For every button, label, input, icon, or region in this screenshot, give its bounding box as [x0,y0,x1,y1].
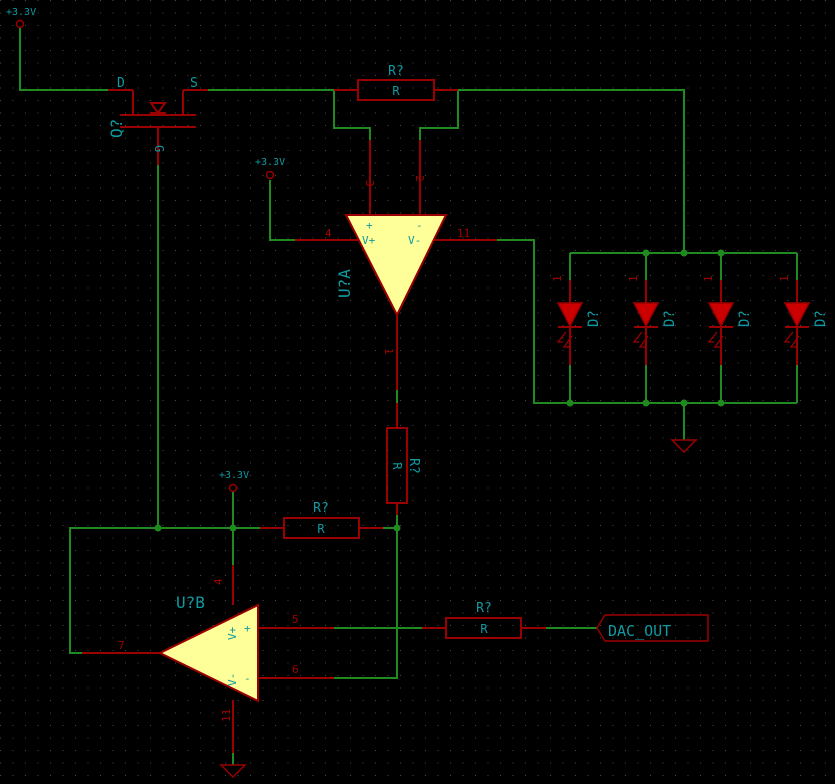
opamp-b-plus-label: + [244,622,251,635]
led-body [707,302,735,328]
led-pin-number: 1 [627,275,640,282]
led-pin-number: 1 [551,275,564,282]
junctions [154,249,725,532]
opamp-b-body [157,603,259,703]
junction-dot [642,249,650,257]
opamp-a-body [344,214,448,318]
resistor-vertical[interactable]: R R? [386,403,421,515]
resistor-ref: R? [406,458,421,474]
power-symbol-opamp-a[interactable]: +3.3V [255,157,285,180]
opamp-a-pin1: 1 [382,348,395,355]
led-4[interactable]: 1D? [778,275,829,365]
wire-opamp-b-output-loop [69,527,233,654]
junction-dot [566,399,574,407]
resistor-ref: R? [476,601,492,616]
led-arrow [789,335,800,348]
net-label-dac-out[interactable]: DAC_OUT [596,614,709,642]
junction-dot [154,524,162,532]
power-label: +3.3V [255,157,285,168]
resistor-value: R [392,84,400,98]
power-symbol-opamp-b[interactable]: +3.3V [219,470,249,493]
resistor-top[interactable]: R? R [334,64,458,101]
junction-dot [680,399,688,407]
wire-node-to-pin6 [334,528,398,679]
transistor-pin-g-label: G [152,145,166,152]
led-array: 1D?1D?1D?1D? [551,275,829,365]
opamp-b-ref: U?B [176,593,205,612]
led-arrow [562,335,573,348]
led-ref: D? [586,310,602,327]
resistor-ref: R? [388,64,404,79]
transistor-ref: Q? [107,119,126,138]
opamp-b-pin4: 4 [212,578,225,585]
led-body [632,302,660,328]
opamp-a[interactable]: 3 2 4 11 1 + - V+ V- U?A [295,140,497,390]
resistor-ref: R? [313,501,329,516]
opamp-b-vminus-label: V- [226,673,239,686]
opamp-b[interactable]: 4 11 5 6 7 V+ V- + - U?B [82,565,334,753]
opamp-b-pin5: 5 [292,613,299,626]
opamp-b-minus-label: - [244,672,251,685]
opamp-b-pin6: 6 [292,663,299,676]
opamp-a-vplus-label: V+ [362,234,376,247]
led-body [556,302,584,328]
transistor-pin-d-label: D [117,76,125,91]
resistor-value: R [317,522,325,536]
opamp-a-minus-label: - [416,219,423,232]
junction-dot [393,524,401,532]
led-2[interactable]: 1D? [627,275,678,365]
opamp-a-vminus-label: V- [408,234,421,247]
junction-dot [717,399,725,407]
led-3[interactable]: 1D? [702,275,753,365]
wire-opamp-a-vplus-power [269,180,295,241]
led-arrow [783,331,794,343]
led-arrow [638,335,649,348]
resistor-value: R [480,622,488,636]
junction-dot [229,524,237,532]
power-symbol-top-left[interactable]: +3.3V [6,7,36,29]
resistor-value: R [390,462,404,470]
opamp-a-ref: U?A [335,269,354,298]
opamp-b-vplus-label: V+ [226,626,239,640]
wires [19,27,798,765]
opamp-b-pin7: 7 [118,639,125,652]
power-label: +3.3V [219,470,249,481]
opamp-a-pin2: 2 [413,175,426,182]
transistor-pin-s-label: S [190,76,198,91]
ground-symbol-leds[interactable] [670,439,698,454]
power-label: +3.3V [6,7,36,18]
led-ref: D? [813,310,829,327]
wire-opamp-a-pin11 [497,239,797,404]
led-1[interactable]: 1D? [551,275,602,365]
wire-r-left-to-pin3 [333,90,371,140]
resistor-feedback[interactable]: R? R [260,501,383,539]
resistor-input[interactable]: R? R [422,601,546,639]
led-arrow [707,331,718,343]
transistor-q[interactable]: D S G Q? [107,76,208,165]
wire-r-right-to-pin2 [419,90,459,140]
junction-dot [717,249,725,257]
led-body [783,302,811,328]
junction-dot [680,249,688,257]
led-ref: D? [662,310,678,327]
led-ref: D? [737,310,753,327]
opamp-a-plus-label: + [366,219,373,232]
led-pin-number: 1 [702,275,715,282]
net-label-text: DAC_OUT [608,622,671,640]
opamp-a-pin11: 11 [457,227,470,240]
led-arrow [632,331,643,343]
wire-power-to-drain [19,27,108,91]
wire-r-top-to-rail [458,89,685,253]
ground-symbol-opamp-b[interactable] [219,764,247,779]
opamp-a-pin3: 3 [363,180,376,187]
led-arrow [556,331,567,343]
opamp-b-pin11: 11 [220,709,233,722]
led-pin-number: 1 [778,275,791,282]
junction-dot [642,399,650,407]
opamp-a-pin4: 4 [325,227,332,240]
led-arrow [713,335,724,348]
